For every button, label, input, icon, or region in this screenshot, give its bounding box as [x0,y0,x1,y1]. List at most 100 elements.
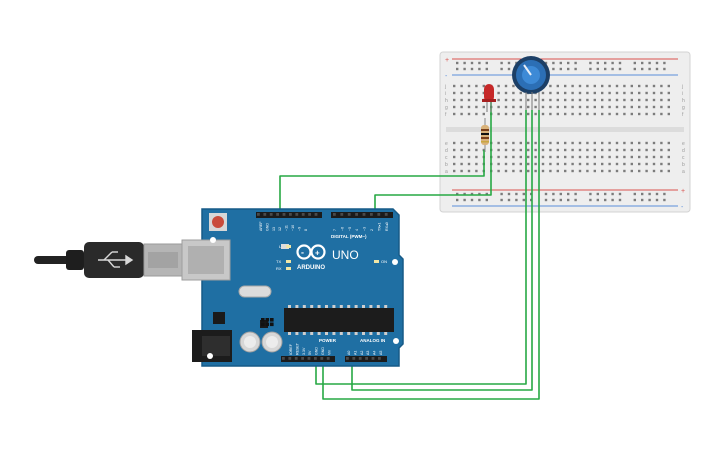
breadboard-hole[interactable] [519,155,522,159]
wire-a0-to-pot[interactable] [351,110,533,391]
breadboard-hole[interactable] [630,112,633,116]
breadboard-hole[interactable] [475,162,478,166]
breadboard-hole[interactable] [623,162,626,166]
breadboard-hole[interactable] [593,105,596,109]
breadboard-hole[interactable] [504,84,508,88]
header-socket[interactable] [301,213,305,216]
breadboard-hole[interactable] [586,98,589,102]
breadboard-hole[interactable] [623,155,626,159]
breadboard-hole[interactable] [586,155,589,159]
breadboard-rail-hole[interactable] [655,61,659,65]
breadboard-hole[interactable] [623,91,626,95]
breadboard-hole[interactable] [630,148,633,152]
breadboard-hole[interactable] [556,84,559,88]
breadboard-hole[interactable] [460,148,463,152]
icsp-pin[interactable] [261,318,265,322]
breadboard-hole[interactable] [623,141,626,145]
breadboard-rail-hole[interactable] [463,61,466,65]
breadboard-rail-hole[interactable] [648,198,651,202]
breadboard-rail-hole[interactable] [663,67,666,71]
usb-cable[interactable] [34,242,183,278]
icsp-pin[interactable] [261,322,265,327]
breadboard-hole[interactable] [453,141,456,145]
wire-gnd-to-pot[interactable] [322,110,540,400]
breadboard-hole[interactable] [556,105,559,109]
breadboard-hole[interactable] [652,169,656,173]
breadboard-hole[interactable] [645,162,648,166]
breadboard-hole[interactable] [534,162,537,166]
breadboard-hole[interactable] [497,148,500,152]
breadboard-rail-hole[interactable] [515,192,518,196]
breadboard-hole[interactable] [608,169,611,173]
breadboard-rail-hole[interactable] [663,61,666,65]
breadboard-hole[interactable] [541,162,545,166]
reset-button[interactable] [212,216,224,228]
header-socket[interactable] [276,213,279,216]
header-socket[interactable] [282,213,286,216]
breadboard-hole[interactable] [467,155,471,159]
header-socket[interactable] [314,357,317,360]
breadboard-hole[interactable] [460,84,463,88]
breadboard-hole[interactable] [638,162,641,166]
breadboard-hole[interactable] [571,105,574,109]
header-socket[interactable] [326,357,330,360]
breadboard-hole[interactable] [541,91,545,95]
breadboard-rail-hole[interactable] [552,198,555,202]
breadboard-rail-hole[interactable] [522,192,525,196]
breadboard-hole[interactable] [512,98,515,102]
header-socket[interactable] [301,357,304,360]
breadboard-hole[interactable] [615,148,619,152]
breadboard-hole[interactable] [586,162,589,166]
breadboard-hole[interactable] [564,141,567,145]
header-socket[interactable] [370,213,373,216]
breadboard-hole[interactable] [608,162,611,166]
breadboard-hole[interactable] [660,98,663,102]
breadboard-hole[interactable] [638,148,641,152]
breadboard-hole[interactable] [615,112,619,116]
breadboard-hole[interactable] [608,155,611,159]
breadboard-hole[interactable] [586,169,589,173]
breadboard-rail-hole[interactable] [485,192,488,196]
breadboard-hole[interactable] [623,169,626,173]
breadboard-hole[interactable] [527,105,530,109]
breadboard-hole[interactable] [667,162,670,166]
breadboard-rail-hole[interactable] [507,198,511,202]
breadboard-hole[interactable] [660,162,663,166]
breadboard-hole[interactable] [593,112,596,116]
breadboard-hole[interactable] [549,162,552,166]
icsp-pin[interactable] [270,322,274,327]
breadboard-hole[interactable] [630,105,633,109]
breadboard-hole[interactable] [645,112,648,116]
header-socket[interactable] [295,213,299,216]
breadboard-hole[interactable] [534,112,537,116]
breadboard-hole[interactable] [630,169,633,173]
breadboard-rail-hole[interactable] [663,198,666,202]
header-socket[interactable] [384,213,388,216]
breadboard-hole[interactable] [667,169,670,173]
breadboard-hole[interactable] [541,148,545,152]
breadboard-hole[interactable] [453,98,456,102]
header-socket[interactable] [378,357,381,360]
breadboard-rail-hole[interactable] [463,198,466,202]
breadboard-hole[interactable] [512,155,515,159]
breadboard-hole[interactable] [660,105,663,109]
breadboard-rail-hole[interactable] [633,198,636,202]
breadboard-hole[interactable] [467,98,471,102]
breadboard-hole[interactable] [586,91,589,95]
breadboard-hole[interactable] [519,162,522,166]
breadboard-rail-hole[interactable] [559,61,562,65]
breadboard-hole[interactable] [601,162,604,166]
breadboard-rail-hole[interactable] [485,198,488,202]
breadboard-rail-hole[interactable] [641,198,644,202]
breadboard-rail-hole[interactable] [589,61,592,65]
breadboard-hole[interactable] [497,112,500,116]
breadboard-hole[interactable] [593,84,596,88]
breadboard-rail-hole[interactable] [596,192,599,196]
breadboard-hole[interactable] [467,84,471,88]
breadboard-hole[interactable] [564,169,567,173]
breadboard-hole[interactable] [645,91,648,95]
breadboard-hole[interactable] [504,169,508,173]
breadboard-rail-hole[interactable] [618,192,622,196]
breadboard-rail-hole[interactable] [648,61,651,65]
breadboard-hole[interactable] [630,162,633,166]
